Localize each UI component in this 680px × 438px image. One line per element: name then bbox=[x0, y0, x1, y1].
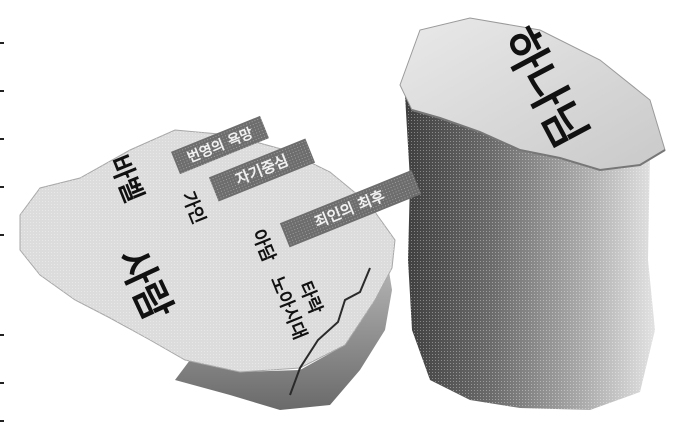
human-block bbox=[20, 130, 395, 410]
margin-ticks bbox=[0, 42, 4, 422]
